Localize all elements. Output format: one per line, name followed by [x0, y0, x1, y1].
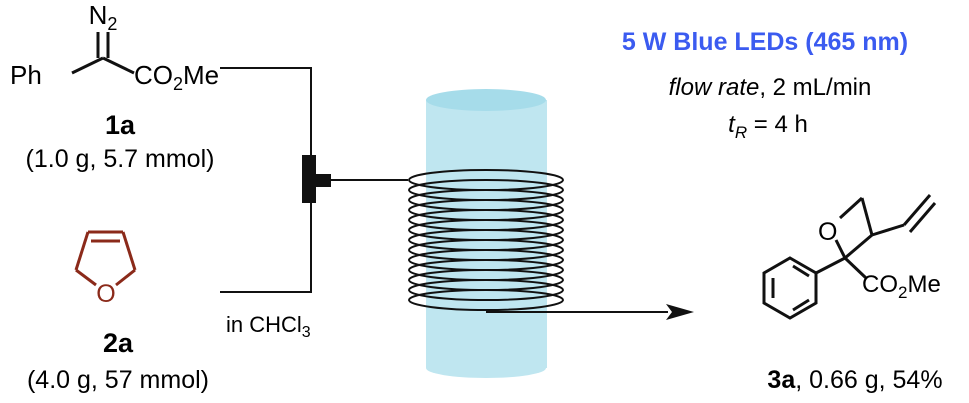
oxygen-3a: O — [818, 218, 837, 246]
ring-bond-left — [74, 231, 90, 271]
ring-bond-right-o — [115, 268, 136, 287]
amount-1a: (1.0 g, 5.7 mmol) — [26, 145, 215, 173]
flow-rate-label: flow rate, 2 mL/min — [669, 74, 872, 101]
bond-to-ester — [102, 56, 135, 75]
bond-vinyl-double — [908, 202, 937, 233]
phenyl-double-3 — [792, 264, 810, 278]
amount-2a: (4.0 g, 57 mmol) — [27, 366, 209, 394]
ph-label: Ph — [10, 60, 42, 90]
bond-ch-ch2 — [860, 197, 874, 236]
feed-lines — [220, 67, 312, 293]
ring-bond-right — [121, 231, 137, 271]
compound-label-1a: 1a — [105, 110, 136, 140]
bond-ph-quat — [815, 256, 846, 275]
bond-vinyl-2 — [902, 194, 932, 226]
bond-quat-ch — [844, 233, 873, 260]
bond-vinyl-1 — [871, 223, 905, 237]
bond-quat-o — [834, 239, 847, 259]
light-source-label: 5 W Blue LEDs (465 nm) — [622, 28, 908, 56]
phenyl-double-2 — [792, 298, 810, 312]
reagent-1a-structure: N2 Ph CO2Me — [10, 0, 219, 94]
coil-turn — [408, 289, 564, 311]
reactor-cylinder — [426, 100, 547, 368]
t-mixer-outlet — [316, 174, 331, 187]
bond-ch2-o — [838, 196, 864, 220]
coil-turn — [408, 279, 564, 301]
bond-to-ph — [71, 56, 104, 75]
reactor-top — [426, 89, 546, 111]
t-mixer-body — [302, 155, 316, 203]
solvent-label: in CHCl3 — [226, 312, 311, 341]
reactor-coil — [408, 169, 564, 311]
bond-quat-ester — [843, 256, 868, 280]
product-yield: 3a, 0.66 g, 54% — [767, 366, 942, 394]
reactor-base — [426, 358, 546, 378]
reagent-2a-structure — [74, 230, 137, 287]
n2-label: N2 — [89, 0, 118, 34]
ring-bond-left-o — [75, 268, 97, 287]
oxygen-2a: O — [96, 280, 115, 308]
product-3a-structure — [762, 194, 937, 320]
reaction-arrow-head — [666, 304, 694, 320]
photoreactor — [408, 89, 564, 378]
ester-3a: CO2Me — [862, 271, 941, 302]
compound-label-2a: 2a — [103, 328, 134, 358]
residence-time-label: tR = 4 h — [728, 111, 808, 142]
ester-label: CO2Me — [134, 60, 219, 94]
